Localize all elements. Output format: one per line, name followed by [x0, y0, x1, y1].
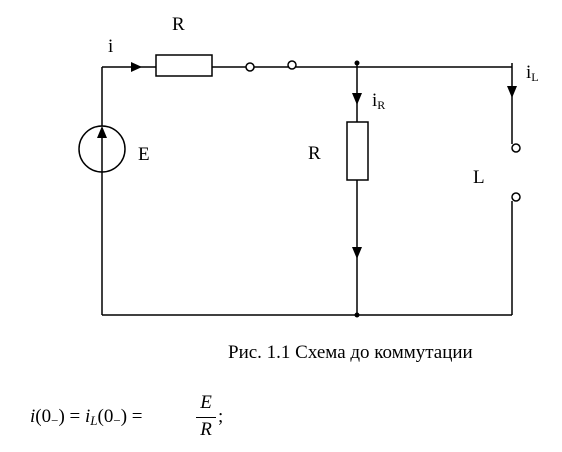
switch-terminal-right — [287, 60, 297, 70]
formula-semicolon: ; — [218, 406, 224, 427]
switch-terminal-left — [245, 62, 255, 72]
label-iL: iL — [526, 62, 539, 84]
formula-left: i(0−) = iL(0−) = — [30, 406, 143, 428]
label-source-E: E — [138, 144, 150, 165]
arrow-iL — [507, 86, 517, 98]
label-resistor-middle: R — [308, 143, 321, 164]
junction-bottom — [354, 312, 360, 318]
voltage-source — [78, 125, 126, 173]
label-inductor: L — [473, 167, 485, 188]
figure-caption: Рис. 1.1 Схема до коммутации — [228, 342, 473, 363]
label-resistor-top: R — [172, 14, 185, 35]
arrow-iR-lower — [352, 247, 362, 259]
fraction-denominator: R — [200, 419, 212, 440]
inductor-terminal-bottom — [511, 192, 521, 202]
junction-top — [354, 60, 360, 66]
inductor-terminal-top — [511, 143, 521, 153]
fraction-numerator: E — [200, 392, 212, 413]
resistor-middle — [346, 121, 369, 181]
label-iR: iR — [372, 90, 385, 112]
arrow-i — [131, 62, 142, 72]
fraction-bar — [196, 417, 216, 418]
label-i: i — [108, 36, 113, 57]
arrow-iR — [352, 93, 362, 105]
resistor-top — [155, 54, 213, 77]
